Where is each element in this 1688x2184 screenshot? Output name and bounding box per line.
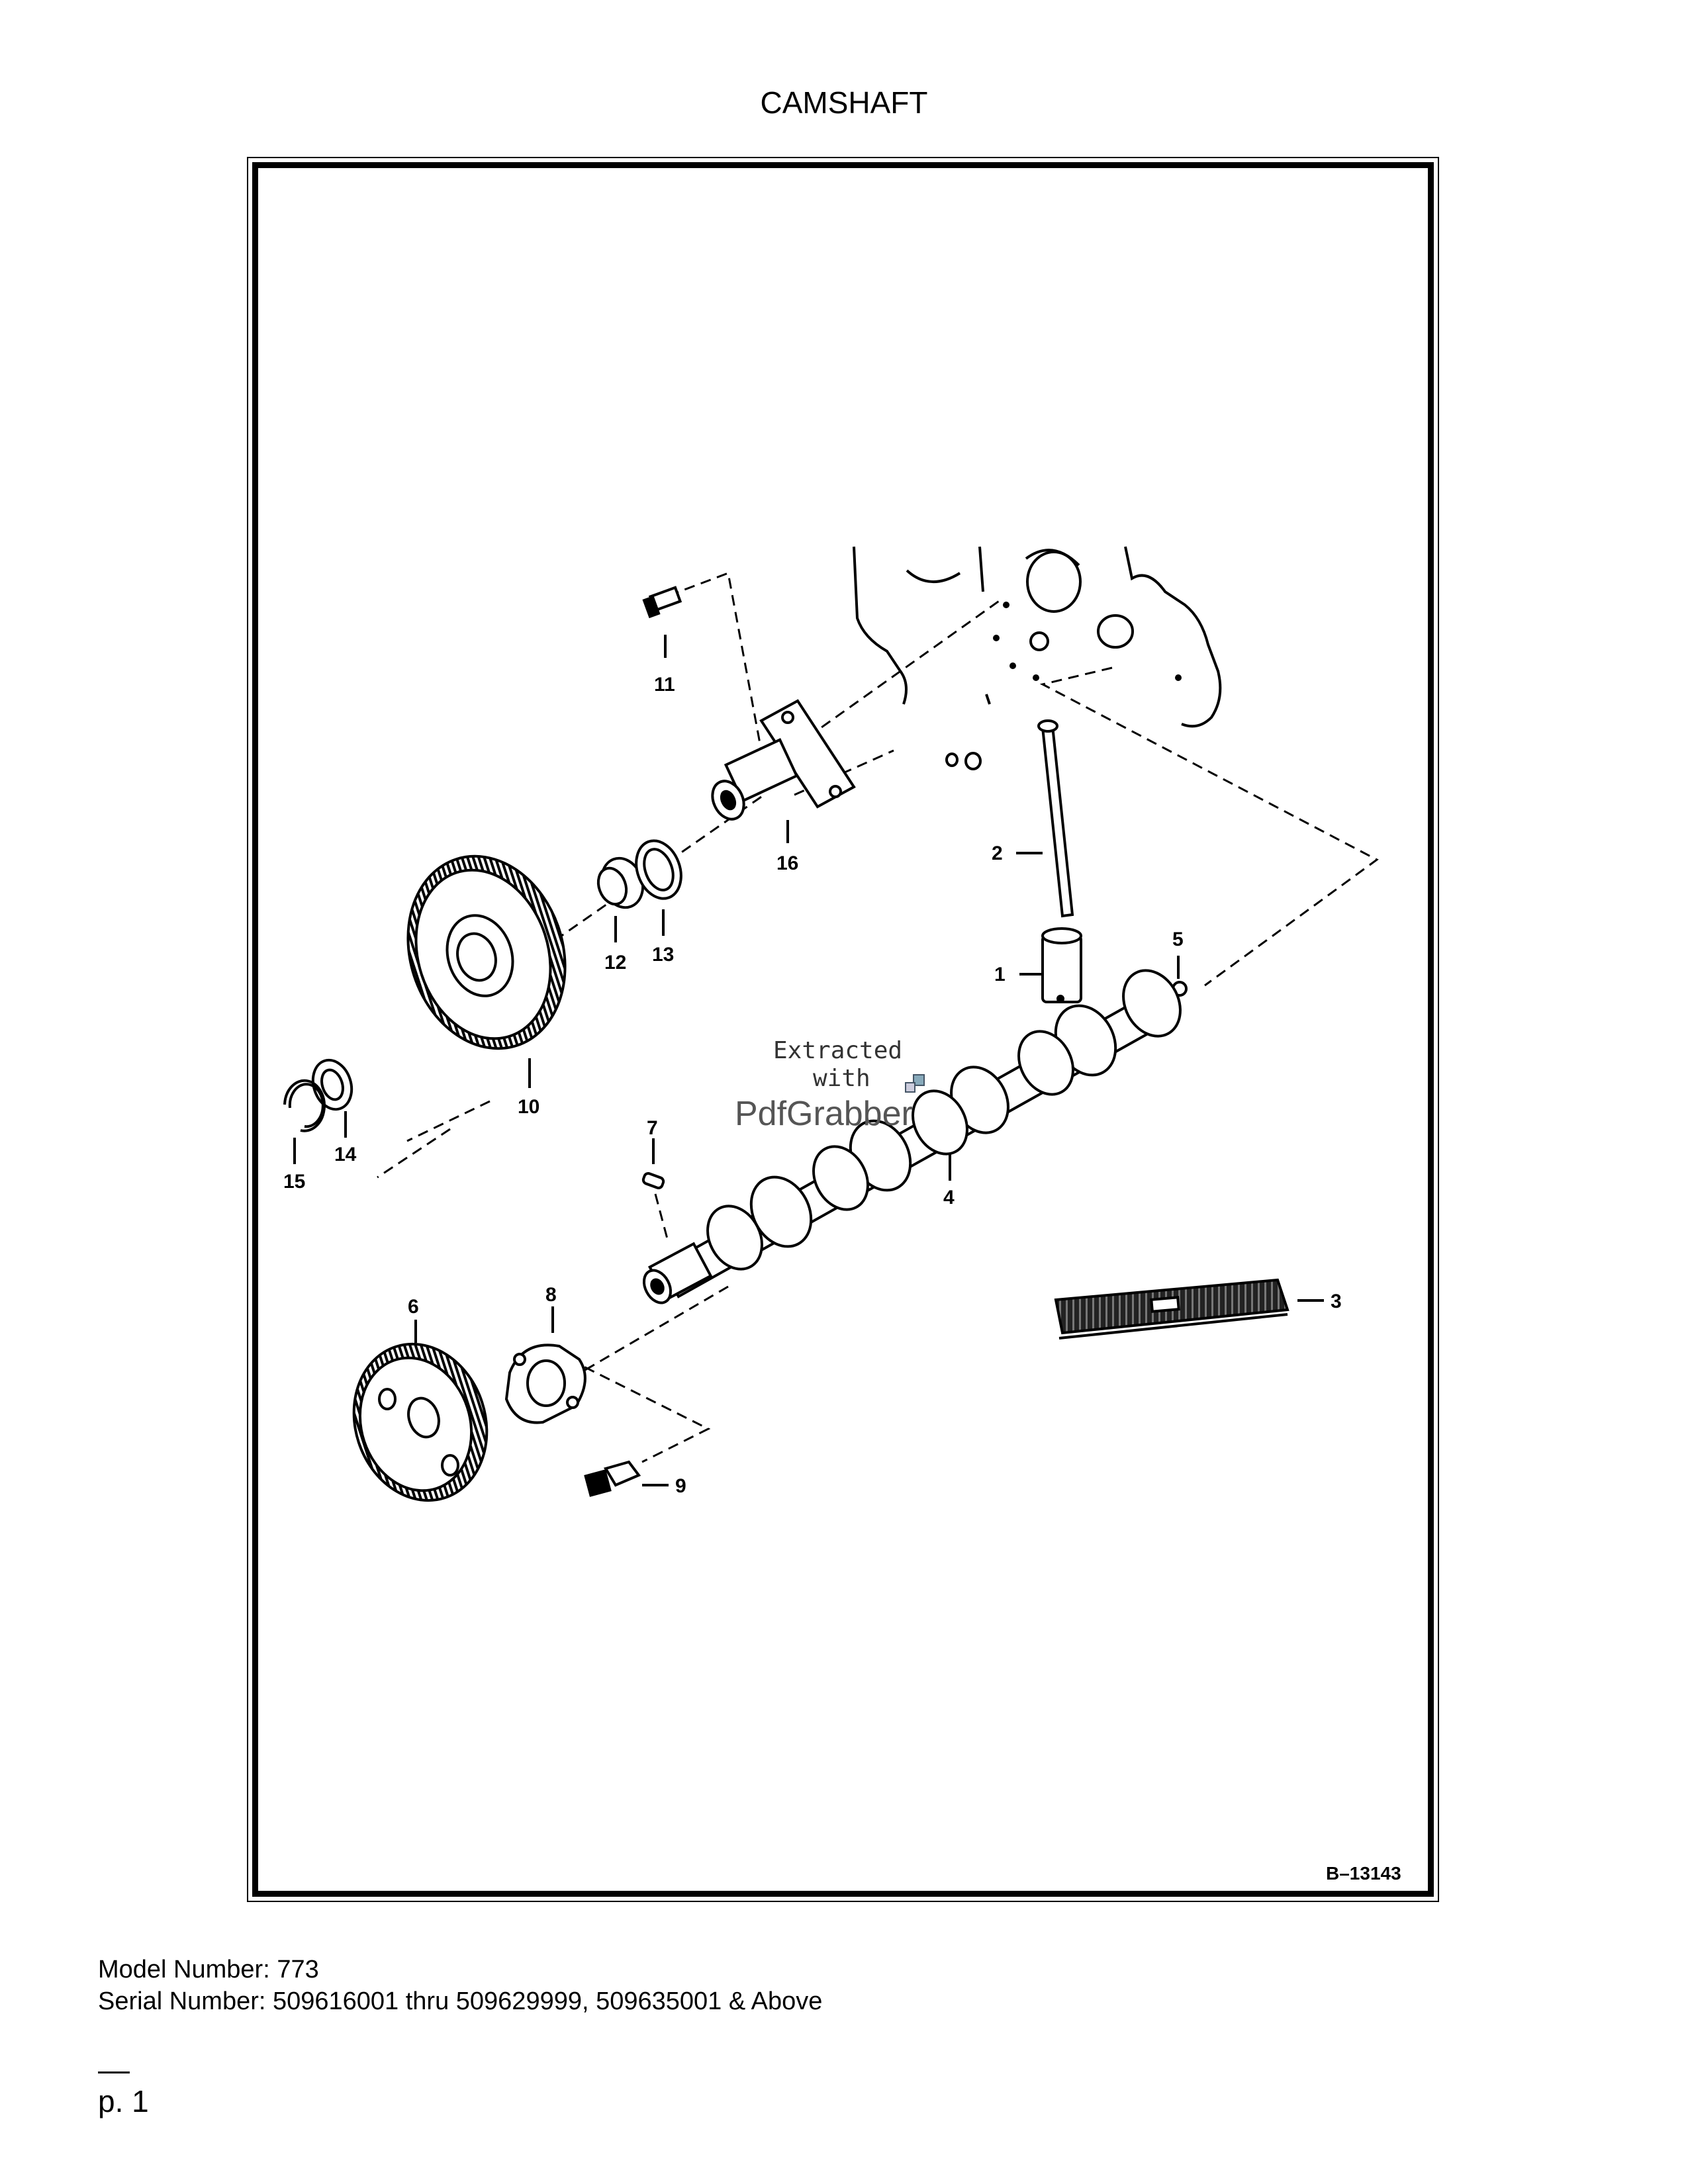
idler-shaft-16-icon: [711, 699, 856, 843]
callout-9: 9: [675, 1475, 686, 1497]
bolt-11-icon: [642, 586, 682, 658]
snap-ring-15-icon: [283, 1079, 326, 1164]
bolt-9-icon: [584, 1460, 669, 1497]
watermark-logo-icon: [905, 1074, 925, 1093]
idler-gear-10-icon: [406, 854, 567, 1088]
bushing-12-icon: [596, 856, 645, 942]
callout-12: 12: [604, 952, 626, 974]
callout-10: 10: [518, 1096, 539, 1118]
gasket-3-icon: [1054, 1278, 1324, 1340]
callout-4: 4: [943, 1187, 955, 1208]
camshaft-exploded-diagram: 11 16 2 12 13 1 5 10 14 15 7 4 3 6 8 9 E…: [258, 168, 1428, 1891]
thrust-washer-13-icon: [635, 839, 682, 936]
key-7-icon: [641, 1138, 665, 1189]
camshaft-4-icon: [642, 969, 1182, 1304]
engine-block-icon: [853, 546, 1222, 770]
watermark-line-2: with: [813, 1065, 870, 1092]
callout-14: 14: [334, 1144, 357, 1165]
callout-5: 5: [1172, 929, 1184, 950]
page-divider: [98, 2071, 130, 2073]
push-rod-2-icon: [1016, 719, 1074, 918]
diagram-frame-outer: [247, 157, 1439, 1902]
cam-gear-6-icon: [352, 1320, 489, 1502]
watermark-line-1: Extracted: [773, 1037, 902, 1064]
callout-8: 8: [545, 1284, 557, 1306]
model-number: Model Number: 773: [98, 1956, 319, 1983]
callout-13: 13: [652, 944, 674, 966]
page-title: CAMSHAFT: [760, 85, 928, 120]
callout-7: 7: [647, 1117, 658, 1139]
callout-1: 1: [994, 964, 1006, 985]
diagram-frame-inner: [252, 162, 1434, 1897]
page-number: p. 1: [98, 2084, 149, 2118]
callout-11: 11: [654, 674, 675, 696]
thrust-plate-8-icon: [504, 1306, 586, 1424]
callout-2: 2: [992, 842, 1003, 864]
callout-15: 15: [283, 1171, 305, 1193]
callout-6: 6: [408, 1296, 419, 1318]
callout-3: 3: [1331, 1291, 1342, 1312]
tappet-1-icon: [1019, 927, 1082, 1003]
drawing-number: B–13143: [1326, 1863, 1401, 1884]
serial-number: Serial Number: 509616001 thru 509629999,…: [98, 1987, 823, 2015]
callout-16: 16: [776, 852, 798, 874]
watermark-line-3: PdfGrabber: [735, 1095, 913, 1133]
